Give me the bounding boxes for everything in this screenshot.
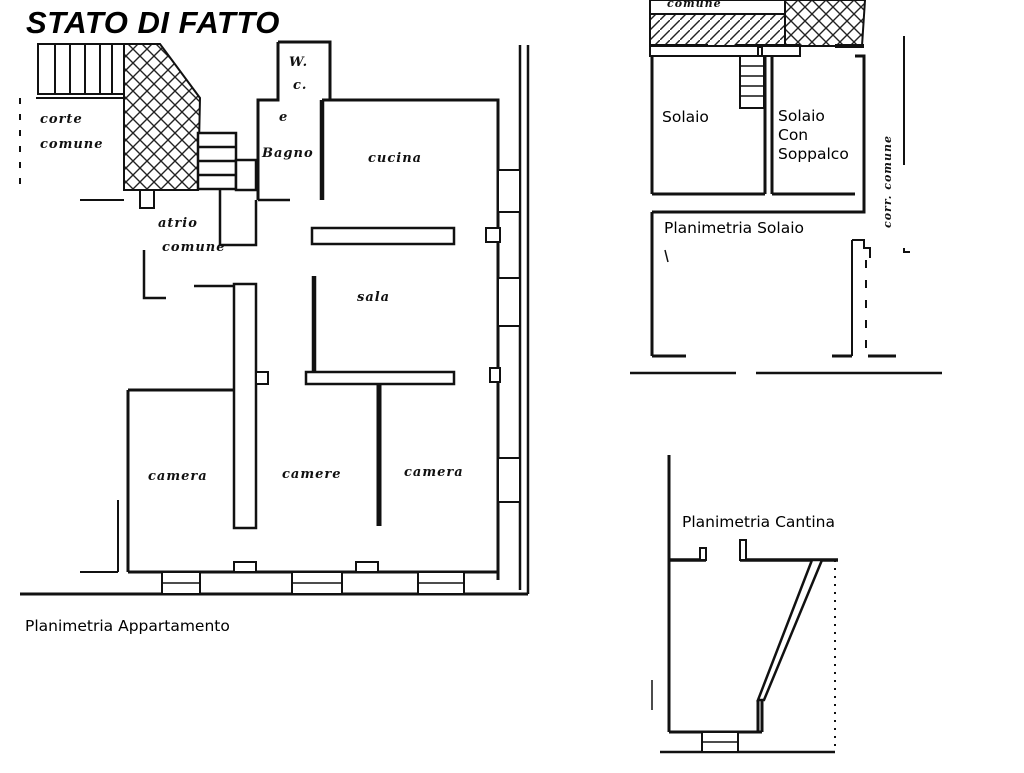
caption-apartment: Planimetria Appartamento xyxy=(25,617,230,635)
room-label-solaio: Solaio xyxy=(662,108,709,126)
caption-cantina: Planimetria Cantina xyxy=(682,513,835,531)
label-e: e xyxy=(279,110,289,125)
apartment-plan xyxy=(19,40,530,596)
label-camera-left: camera xyxy=(148,469,208,484)
label-bagno: Bagno xyxy=(262,146,314,161)
label-corte-comune: comune xyxy=(40,137,104,152)
label-corridoio-comune: corr. comune xyxy=(881,135,894,228)
label-camera-mid: camere xyxy=(282,467,342,482)
hatched-wall-section xyxy=(123,43,202,191)
page-title: STATO DI FATTO xyxy=(26,5,280,40)
label-sala: sala xyxy=(357,290,391,305)
soppalco-line-3: Soppalco xyxy=(778,145,849,163)
caption-solaio: Planimetria Solaio xyxy=(664,219,805,237)
label-wc-w: W. xyxy=(289,55,309,70)
label-cucina: cucina xyxy=(368,151,423,166)
label-atrio-comune: comune xyxy=(162,240,226,255)
entry-stair-symbol xyxy=(37,43,125,95)
soppalco-line-2: Con xyxy=(778,126,809,144)
soppalco-line-1: Solaio xyxy=(778,107,825,125)
label-atrio: atrio xyxy=(158,216,198,231)
solaio-plan xyxy=(630,0,942,375)
label-wc-c: c. xyxy=(293,78,308,93)
label-camera-right: camera xyxy=(404,465,464,480)
cantina-plan xyxy=(651,455,838,754)
room-label-solaio-soppalco: Solaio Con Soppalco xyxy=(778,107,849,164)
label-top-cut: comune xyxy=(667,0,722,10)
label-corte: corte xyxy=(40,112,83,127)
atrio-stair-symbol xyxy=(196,131,258,192)
